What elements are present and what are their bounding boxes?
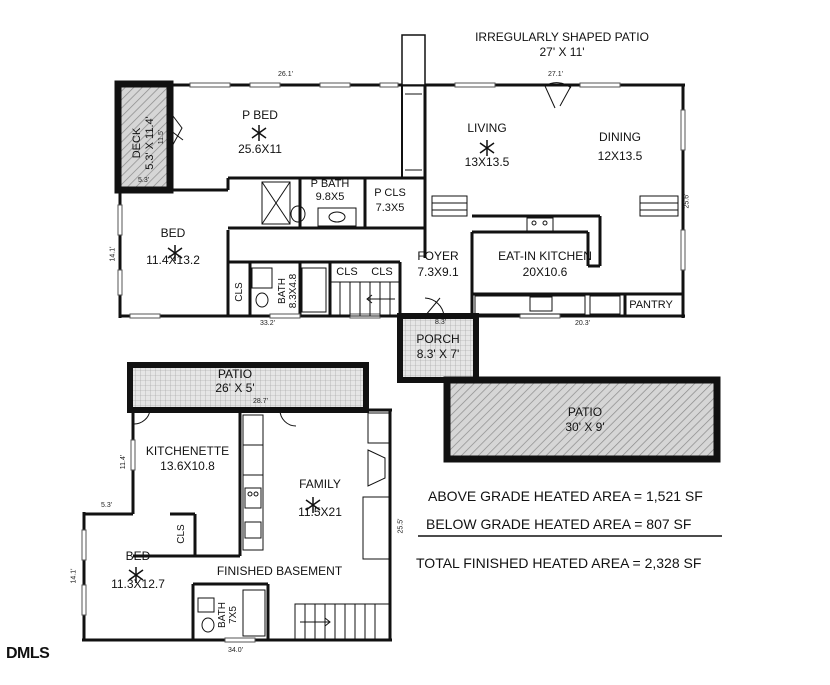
dim-porch-top: 8.3' (435, 319, 447, 326)
room-name: DINING (599, 130, 641, 144)
dim-basement-right: 25.5' (397, 518, 405, 534)
bath-name: BATH (277, 278, 288, 304)
patio-name: PATIO (217, 367, 253, 381)
deck-size: 5.3' X 11.4' (144, 116, 156, 170)
room-name: EAT-IN KITCHEN (498, 249, 592, 263)
basement-bath-label: BATH 7X5 (217, 597, 239, 633)
dim-bottom-left: 33.2' (260, 320, 275, 327)
patio-right-label: PATIO 30' X 9' (540, 405, 630, 435)
room-size: 7.3X5 (375, 202, 405, 214)
above-grade-area: ABOVE GRADE HEATED AREA = 1,521 SF (428, 488, 703, 504)
bath-size: 7X5 (228, 606, 239, 624)
basement-cls-label: CLS (176, 524, 187, 544)
room-size: 13.6X10.8 (160, 459, 215, 473)
room-name: LIVING (467, 121, 507, 135)
pantry-label: PANTRY (629, 299, 673, 311)
dim-deck-side: 11.5' (158, 129, 166, 145)
room-name: FOYER (417, 249, 459, 263)
room-size: 13X13.5 (464, 155, 510, 169)
room-name: P BED (242, 108, 278, 122)
room-foyer: FOYER 7.3X9.1 (403, 248, 473, 280)
room-p-cls: P CLS 7.3X5 (364, 186, 416, 216)
room-size: 9.8X5 (315, 191, 345, 203)
dim-basement-bottom: 34.0' (228, 647, 243, 654)
dim-basement-top: 28.7' (253, 398, 268, 405)
deck (114, 80, 174, 194)
dim-left-side: 14.1' (109, 246, 117, 262)
basement-windows (81, 439, 256, 643)
room-size: 7.3X9.1 (417, 265, 459, 279)
room-name: FAMILY (299, 477, 341, 491)
main-fixtures (251, 181, 679, 315)
ceiling-fan-icons (128, 125, 495, 583)
room-bed: BED 11.4X13.2 (133, 226, 213, 267)
dim-right-side: 25.6' (683, 193, 691, 209)
room-living: LIVING 13X13.5 (447, 121, 527, 169)
cls-label: CLS (336, 266, 358, 278)
patio-size: 27' X 11' (539, 45, 585, 59)
dim-basement-left-lower: 14.1' (70, 568, 78, 584)
porch (397, 313, 479, 383)
basement-patio-label: PATIO 26' X 5' (195, 367, 275, 395)
chimney (401, 34, 426, 86)
doors (169, 82, 572, 317)
below-grade-area: BELOW GRADE HEATED AREA = 807 SF (426, 516, 692, 532)
patio-size: 26' X 5' (215, 381, 255, 395)
room-size: 11.4X13.2 (146, 253, 200, 267)
room-kitchenette: KITCHENETTE 13.6X10.8 (135, 444, 240, 474)
bath-size: 8.3X4.8 (288, 273, 299, 309)
room-eat-in-kitchen: EAT-IN KITCHEN 20X10.6 (485, 248, 605, 280)
room-size: 12X13.5 (597, 149, 643, 163)
main-level-windows (117, 82, 686, 319)
deck-label: DECK 5.3' X 11.4' (131, 104, 157, 182)
room-size: 11.5X21 (298, 505, 342, 519)
room-p-bed: P BED 25.6X11 (220, 108, 300, 156)
room-family: FAMILY 11.5X21 (280, 477, 360, 519)
dim-basement-left-step: 5.3' (101, 502, 113, 509)
room-name: KITCHENETTE (145, 444, 230, 458)
cls-label-small: CLS (234, 282, 245, 302)
room-dining: DINING 12X13.5 (580, 128, 660, 166)
cls-label: CLS (371, 266, 393, 278)
dim-top: 26.1' (278, 71, 293, 78)
patio-right (443, 376, 721, 463)
room-size: 20X10.6 (522, 265, 568, 279)
room-basement-bed: BED 11.3X12.7 (98, 549, 178, 591)
porch-label: PORCH 8.3' X 7' (404, 332, 472, 362)
patio-title: IRREGULARLY SHAPED PATIO (475, 30, 649, 44)
deck-name: DECK (131, 127, 143, 159)
mls-logo: DMLS (6, 645, 50, 662)
patio-size: 30' X 9' (565, 420, 605, 434)
basement-fixtures (133, 409, 391, 641)
dim-bottom-right: 20.3' (575, 320, 590, 327)
room-name: BED (160, 226, 186, 240)
main-stairs (329, 281, 401, 317)
porch-name: PORCH (416, 332, 460, 346)
porch-size: 8.3' X 7' (416, 347, 460, 361)
room-name: BED (125, 549, 151, 563)
dim-patio-side: 27.1' (548, 71, 563, 78)
bath-label: BATH 8.3X4.8 (277, 269, 299, 313)
bath-name: BATH (217, 602, 228, 628)
room-name: P CLS (374, 187, 406, 199)
finished-basement-label: FINISHED BASEMENT (216, 564, 343, 578)
dim-basement-left-upper: 11.4' (120, 454, 128, 470)
room-size: 25.6X11 (238, 142, 282, 156)
total-area: TOTAL FINISHED HEATED AREA = 2,328 SF (416, 555, 702, 571)
patio-name: PATIO (567, 405, 603, 419)
room-name: P BATH (310, 178, 350, 190)
dim-deck-bottom: 5.3' (138, 177, 150, 184)
room-size: 11.3X12.7 (111, 577, 165, 591)
room-p-bath: P BATH 9.8X5 (300, 178, 360, 204)
